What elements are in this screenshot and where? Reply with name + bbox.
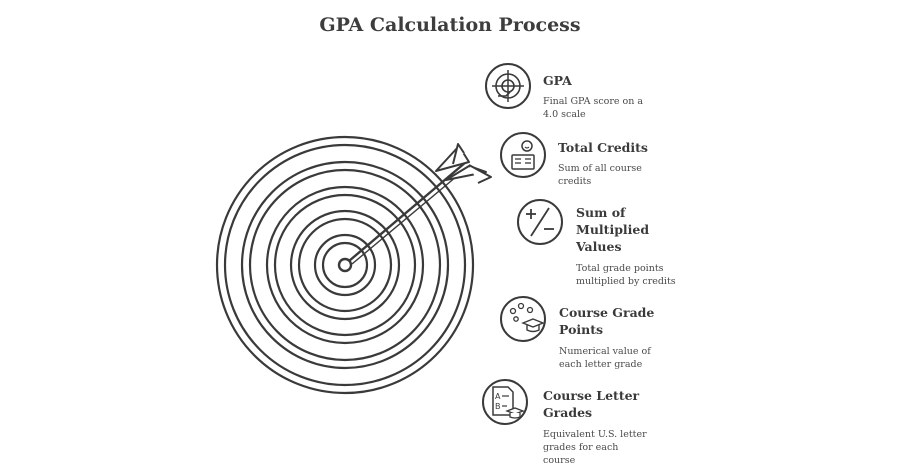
arrow-icon [348, 143, 492, 265]
step-label-sum-multiplied: Sum of Multiplied Values [576, 205, 650, 254]
target-ring [313, 233, 377, 297]
step-label-total-credits: Total Credits [558, 140, 648, 155]
target-icon [485, 63, 531, 109]
target-ring [265, 185, 425, 345]
step-desc-gpa: Final GPA score on a 4.0 scale [543, 96, 644, 120]
svg-text:A: A [495, 392, 501, 401]
step-desc-letter-grades: Equivalent U.S. letter grades for each c… [543, 429, 647, 466]
step-desc-grade-points: Numerical value of each letter grade [559, 346, 651, 370]
step-desc-sum-multiplied: Total grade points multiplied by credits [576, 263, 676, 287]
target-ring [321, 241, 369, 289]
target-ring [248, 168, 442, 362]
credits-icon [500, 132, 546, 178]
svg-text:B: B [495, 402, 501, 411]
target-ring [223, 143, 467, 387]
plus-minus-icon [517, 199, 563, 245]
report-card-icon: A B [482, 379, 528, 425]
target-ring [297, 217, 393, 313]
step-desc-total-credits: Sum of all course credits [558, 163, 642, 187]
step-label-letter-grades: Course Letter Grades [543, 388, 640, 420]
target-ring [240, 160, 450, 370]
step-label-gpa: GPA [543, 73, 572, 88]
diagram-title: GPA Calculation Process [319, 14, 581, 36]
target-ring [215, 135, 475, 395]
step-label-grade-points: Course Grade Points [559, 305, 655, 337]
target-ring [289, 209, 401, 321]
target-bullseye [337, 257, 353, 273]
grade-points-icon [500, 296, 546, 342]
target-ring [273, 193, 417, 337]
